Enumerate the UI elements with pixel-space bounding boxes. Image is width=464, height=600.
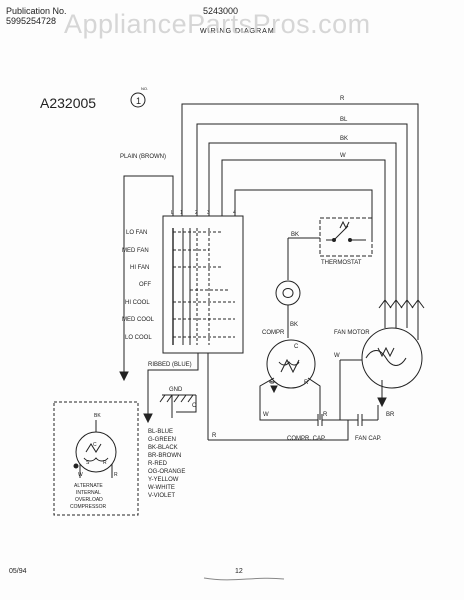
fan-motor-symbol xyxy=(361,327,423,389)
switch-off: OFF xyxy=(139,282,151,288)
switch-lo-fan: LO FAN xyxy=(126,230,147,236)
part-number: 5243000 xyxy=(203,6,239,16)
diagram-number-note: NO. xyxy=(141,86,148,91)
thermostat-box xyxy=(319,217,373,257)
legend-2: BK-BLACK xyxy=(148,445,178,451)
cap-wire-r: R xyxy=(323,412,328,418)
switch-med-fan: MED FAN xyxy=(122,248,149,254)
legend-4: R-RED xyxy=(148,461,168,467)
plain-lead-label: PLAIN (BROWN) xyxy=(120,154,166,160)
wire-white xyxy=(221,159,386,246)
alt-wire-r: R xyxy=(114,472,118,478)
model-code: A232005 xyxy=(40,95,96,111)
wire-black xyxy=(208,142,397,300)
legend-8: V-VIOLET xyxy=(148,493,175,499)
compressor-terminal-s: S xyxy=(270,380,274,386)
legend-3: BR-BROWN xyxy=(148,453,181,459)
compressor-wire-label: BK xyxy=(290,322,298,328)
alt-wire-w: W xyxy=(78,472,83,478)
wire-thermo-feed xyxy=(234,189,373,238)
wire-red xyxy=(181,103,419,300)
thermostat-wire-label: BK xyxy=(291,232,299,238)
fan-motor-wire-w: W xyxy=(334,353,340,359)
terminal-1: 1 xyxy=(180,210,183,216)
publication-label: Publication No. xyxy=(6,6,67,16)
ribbed-lead-label: RIBBED (BLUE) xyxy=(148,362,192,368)
switch-hi-cool: HI COOL xyxy=(125,300,150,306)
wire-label-r: R xyxy=(340,96,345,102)
alt-caption-4: COMPRESSOR xyxy=(70,504,107,510)
ground-tag: C xyxy=(192,403,197,409)
bottom-wire-label: R xyxy=(212,433,217,439)
legend-7: W-WHITE xyxy=(148,485,175,491)
footer-page: 12 xyxy=(235,568,243,575)
compressor-terminal-c: C xyxy=(294,344,299,350)
watermark: AppliancePartsPros.com xyxy=(64,9,371,39)
diagram-title: WIRING DIAGRAM xyxy=(200,28,275,35)
compressor-cap-label: COMPR. CAP. xyxy=(287,436,326,442)
alt-caption-3: OVERLOAD xyxy=(75,497,103,503)
ground-label: GND xyxy=(169,387,183,393)
wire-label-bl: BL xyxy=(340,117,348,123)
legend-5: OG-ORANGE xyxy=(148,469,185,475)
alt-caption-2: INTERNAL xyxy=(76,490,101,496)
switch-med-cool: MED COOL xyxy=(122,317,155,323)
alt-caption-1: ALTERNATE xyxy=(74,483,103,489)
diagram-number: 1 xyxy=(136,96,141,106)
overload-protector xyxy=(275,280,301,306)
legend-6: Y-YELLOW xyxy=(148,477,179,483)
fan-motor-label: FAN MOTOR xyxy=(334,330,370,336)
terminal-4: 4 xyxy=(233,210,236,216)
alt-terminal-r: R xyxy=(103,460,107,466)
compressor-symbol xyxy=(266,339,316,389)
legend-0: BL-BLUE xyxy=(148,429,173,435)
wire-label-w: W xyxy=(340,153,346,159)
fan-motor-wire-br: BR xyxy=(386,412,395,418)
publication-number: 5995254728 xyxy=(6,16,57,26)
alt-terminal-s: S xyxy=(86,460,90,466)
compressor-label: COMPR xyxy=(262,330,285,336)
terminal-l: L xyxy=(171,210,174,216)
cap-wire-w: W xyxy=(263,412,269,418)
terminal-3: 3 xyxy=(207,210,210,216)
terminal-2: 2 xyxy=(195,210,198,216)
diagram-number-circle xyxy=(130,92,146,108)
alternate-compressor-box xyxy=(53,401,139,516)
wire-blue xyxy=(196,123,408,300)
wire-label-bk: BK xyxy=(340,136,348,142)
switch-hi-fan: HI FAN xyxy=(130,265,149,271)
fan-cap-label: FAN CAP. xyxy=(355,436,382,442)
legend-1: G-GREEN xyxy=(148,437,176,443)
thermostat-label: THERMOSTAT xyxy=(321,260,362,266)
switch-lo-cool: LO COOL xyxy=(125,335,152,341)
alt-terminal-c: C xyxy=(93,442,97,448)
selector-switch-box xyxy=(162,215,244,354)
compressor-terminal-r: R xyxy=(304,380,309,386)
alt-wire-top: BK xyxy=(94,413,101,419)
footer-date: 05/94 xyxy=(9,568,27,575)
